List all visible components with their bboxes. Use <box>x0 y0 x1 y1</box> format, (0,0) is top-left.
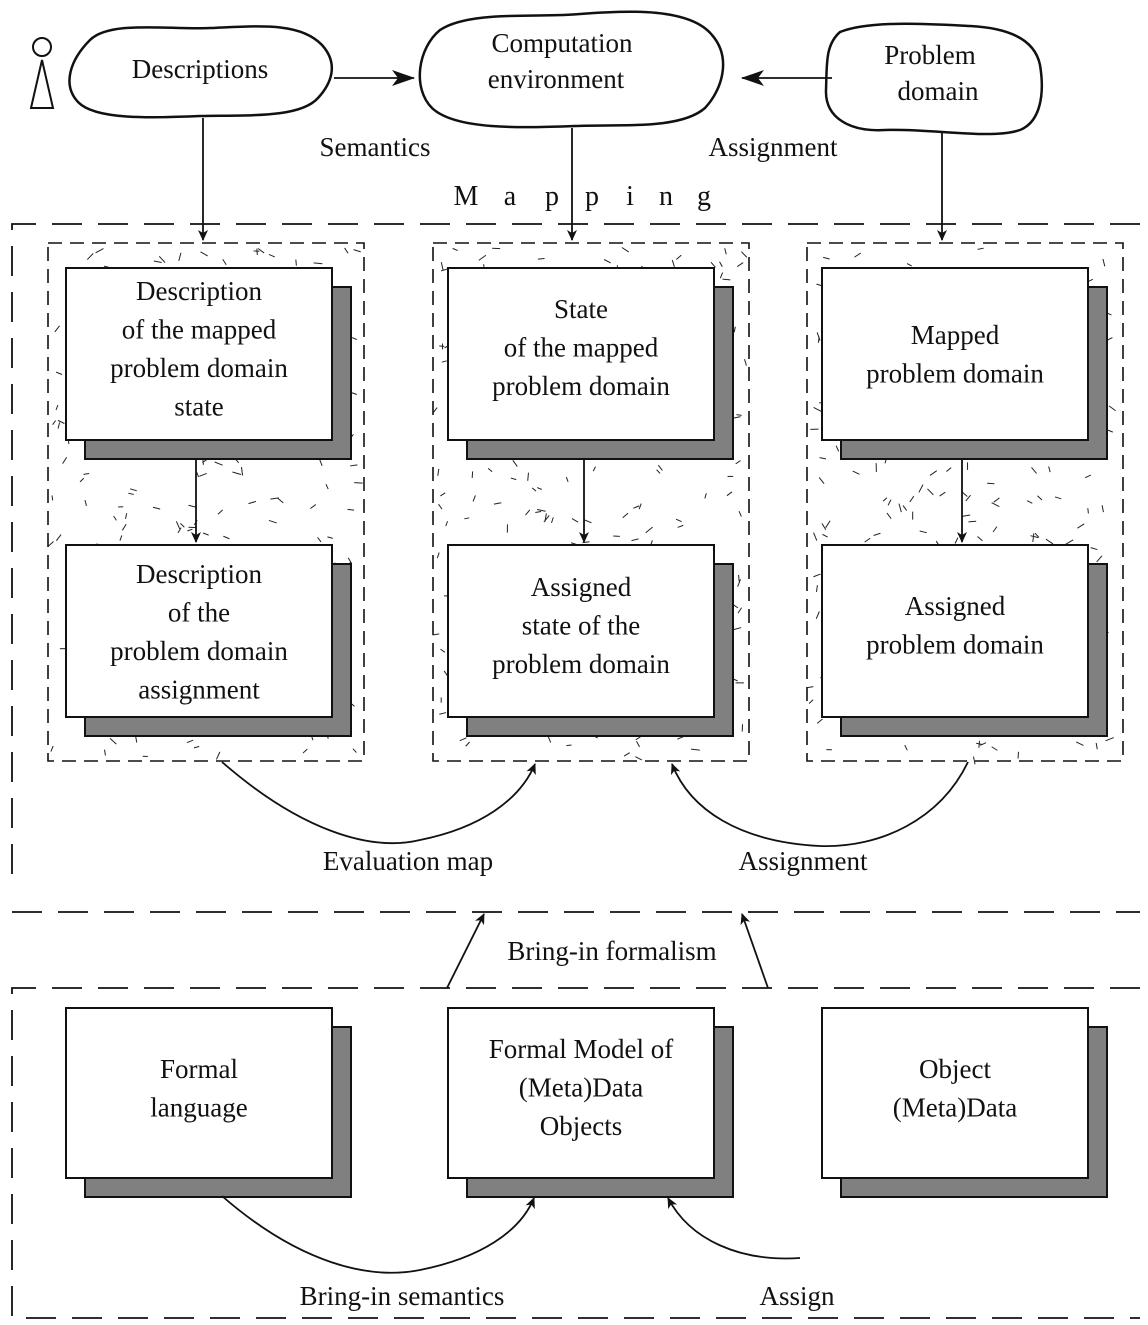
problem-domain-cloud: Problem domain <box>824 22 1044 136</box>
box-text-line: Formal <box>160 1054 238 1084</box>
mapping-letter: a <box>504 181 517 212</box>
box-text-line: state <box>174 392 223 422</box>
box-body <box>65 267 333 441</box>
box-text-line: problem domain <box>866 359 1044 389</box>
assignment-mid-label: Assignment <box>738 846 868 876</box>
evaluation-map-label: Evaluation map <box>323 846 493 876</box>
person-icon <box>29 37 55 109</box>
box-body <box>65 544 333 718</box>
box-text-line: Description <box>136 559 262 589</box>
box-text-line: State <box>554 294 608 324</box>
mapping-letter: n <box>659 181 673 212</box>
evaluation-map-arrow <box>221 761 536 844</box>
problem-domain-label-2: domain <box>898 76 979 106</box>
mapping-letter: g <box>697 181 711 212</box>
computation-environment-label-2: environment <box>488 64 625 94</box>
box-body <box>447 1007 715 1179</box>
assign-arrow <box>667 1197 801 1260</box>
box-b3: Mapped problem domain <box>821 267 1108 460</box>
descriptions-cloud: Descriptions <box>68 25 333 119</box>
bring-in-formalism-label: Bring-in formalism <box>507 936 716 966</box>
box-text-line: (Meta)Data <box>519 1073 643 1103</box>
assignment-mid-arrow <box>670 761 969 847</box>
assignment-top-label: Assignment <box>708 132 838 162</box>
box-text-line: of the mapped <box>122 315 277 345</box>
box-text-line: of the mapped <box>504 333 659 363</box>
box-b6: Assigned problem domain <box>821 544 1108 737</box>
box-body <box>821 267 1089 441</box>
box-text-line: problem domain <box>110 636 288 666</box>
box-text-line: Assigned <box>531 572 632 602</box>
box-text-line: of the <box>168 598 230 628</box>
box-b2: State of the mapped problem domain <box>447 267 734 460</box>
box-text-line: Objects <box>540 1111 622 1141</box>
box-text-line: problem domain <box>866 630 1044 660</box>
box-body <box>821 1007 1089 1179</box>
mapping-letter: p <box>545 181 559 212</box>
box-b9: Object (Meta)Data <box>821 1007 1108 1198</box>
box-body <box>65 1007 333 1179</box>
assign-label: Assign <box>759 1281 835 1311</box>
box-b1: Description of the mapped problem domain st… <box>65 267 352 460</box>
mapping-frame <box>11 223 1140 913</box>
bring-in-semantics-arrow <box>221 1195 535 1274</box>
descriptions-label: Descriptions <box>132 54 268 84</box>
mapping-letter: p <box>585 181 599 212</box>
semantics-label: Semantics <box>320 132 431 162</box>
box-b7: Formal language <box>65 1007 352 1198</box>
formalism-arrow-left <box>446 913 485 989</box>
bring-in-semantics-label: Bring-in semantics <box>300 1281 505 1311</box>
box-text-line: problem domain <box>110 353 288 383</box>
box-body <box>821 544 1089 718</box>
box-text-line: Assigned <box>905 591 1006 621</box>
computation-environment-label-1: Computation <box>492 28 633 58</box>
box-text-line: assignment <box>138 675 260 705</box>
computation-environment-cloud: Computation environment <box>418 10 725 129</box>
box-text-line: state of the <box>522 611 640 641</box>
box-text-line: Description <box>136 276 262 306</box>
box-text-line: Mapped <box>911 320 1000 350</box>
box-b4: Description of the problem domain assignmen… <box>65 544 352 737</box>
formalism-arrow-right <box>740 913 769 989</box>
box-body <box>447 267 715 441</box>
problem-domain-label-1: Problem <box>884 40 976 70</box>
box-b5: Assigned state of the problem domain <box>447 544 734 737</box>
box-text-line: Formal Model of <box>489 1034 673 1064</box>
box-text-line: problem domain <box>492 649 670 679</box>
mapping-letter: i <box>626 181 634 212</box>
box-text-line: (Meta)Data <box>893 1093 1017 1123</box>
box-text-line: problem domain <box>492 371 670 401</box>
box-text-line: language <box>150 1093 247 1123</box>
box-text-line: Object <box>919 1054 991 1084</box>
formalism-frame <box>11 987 1140 1319</box>
mapping-letter: M <box>454 181 479 212</box>
box-body <box>447 544 715 718</box>
